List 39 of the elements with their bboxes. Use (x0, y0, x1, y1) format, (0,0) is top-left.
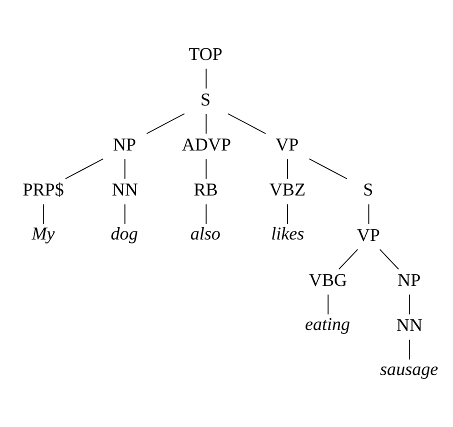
node-text: My (32, 223, 55, 244)
connector (206, 68, 207, 88)
connector (379, 248, 400, 270)
connector (338, 248, 358, 270)
node-text: also (190, 223, 220, 244)
connector (124, 158, 126, 179)
node-text: NP (113, 134, 136, 154)
node-text: NN (112, 179, 138, 200)
connector (408, 338, 410, 360)
node-text: PRP$ (22, 179, 64, 200)
connector (287, 158, 288, 179)
connector (228, 112, 266, 134)
node-text: likes (271, 223, 304, 244)
connector (43, 203, 44, 224)
node-text: RB (194, 179, 218, 200)
node-text: NP (398, 270, 421, 290)
node-text: eating (304, 314, 350, 334)
connector (368, 203, 370, 224)
connector (408, 294, 410, 314)
node-text: sausage (380, 358, 438, 379)
connector (65, 158, 104, 179)
connector (328, 294, 329, 314)
node-text: VP (356, 224, 380, 244)
node-text: NN (396, 314, 422, 335)
connector (308, 158, 348, 179)
node-text: TOP (188, 44, 222, 64)
node-text: ADVP (182, 134, 232, 154)
connector (206, 113, 207, 134)
connector (206, 203, 207, 224)
node-text: S (363, 179, 374, 200)
node-text: VBZ (269, 179, 306, 200)
connector (146, 112, 185, 134)
connector (124, 203, 126, 224)
connector (206, 158, 207, 179)
node-text: S (200, 88, 211, 109)
node-text: VBG (308, 270, 348, 290)
connector (287, 203, 288, 224)
node-text: VP (276, 134, 299, 154)
node-text: dog (110, 223, 138, 244)
